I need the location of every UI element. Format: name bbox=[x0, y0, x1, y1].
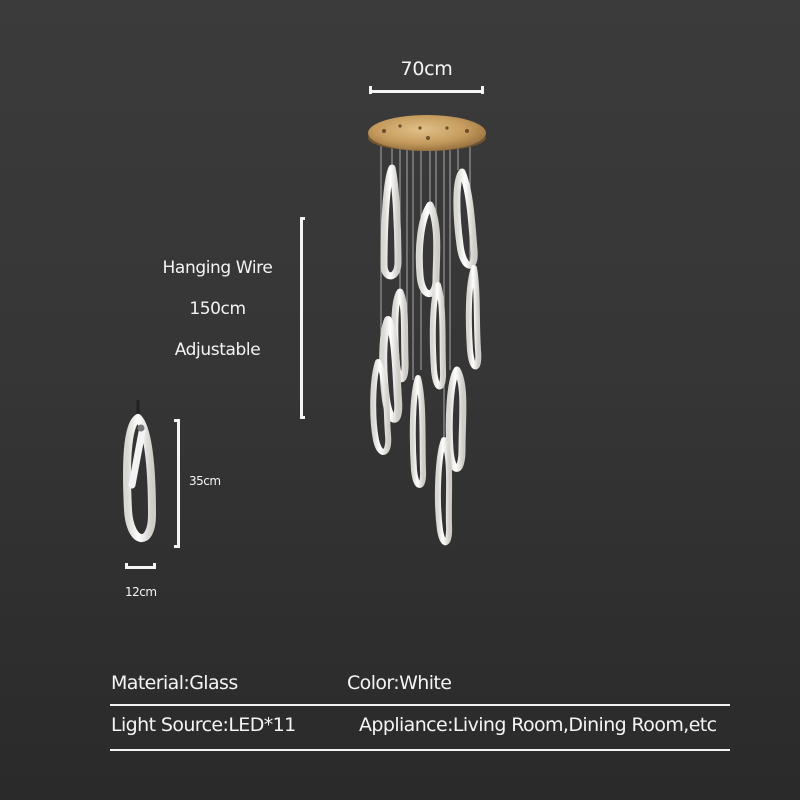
pendant-height-label: 35cm bbox=[189, 474, 221, 488]
pendant-width-label: 12cm bbox=[125, 585, 157, 599]
spec-divider-2 bbox=[110, 749, 730, 751]
pendant-height-bracket bbox=[174, 419, 180, 548]
glass-pendants bbox=[370, 164, 482, 546]
canopy bbox=[368, 115, 486, 151]
single-pendant-detail bbox=[123, 400, 156, 542]
wire-length-value: 150cm bbox=[189, 299, 246, 319]
spec-appliance: Appliance:Living Room,Dining Room,etc bbox=[359, 714, 717, 736]
spec-light-source: Light Source:LED*11 bbox=[111, 714, 296, 736]
hanging-wire-label: Hanging Wire bbox=[162, 258, 273, 278]
wire-length-bracket bbox=[300, 217, 305, 419]
spec-divider-1 bbox=[110, 704, 730, 706]
canopy-width-bracket bbox=[369, 86, 484, 94]
spec-color: Color:White bbox=[347, 672, 452, 694]
canopy-width-label: 70cm bbox=[400, 58, 453, 80]
wire-adjustable-label: Adjustable bbox=[174, 340, 261, 360]
pendant-width-bracket bbox=[125, 563, 156, 569]
spec-material: Material:Glass bbox=[111, 672, 238, 694]
